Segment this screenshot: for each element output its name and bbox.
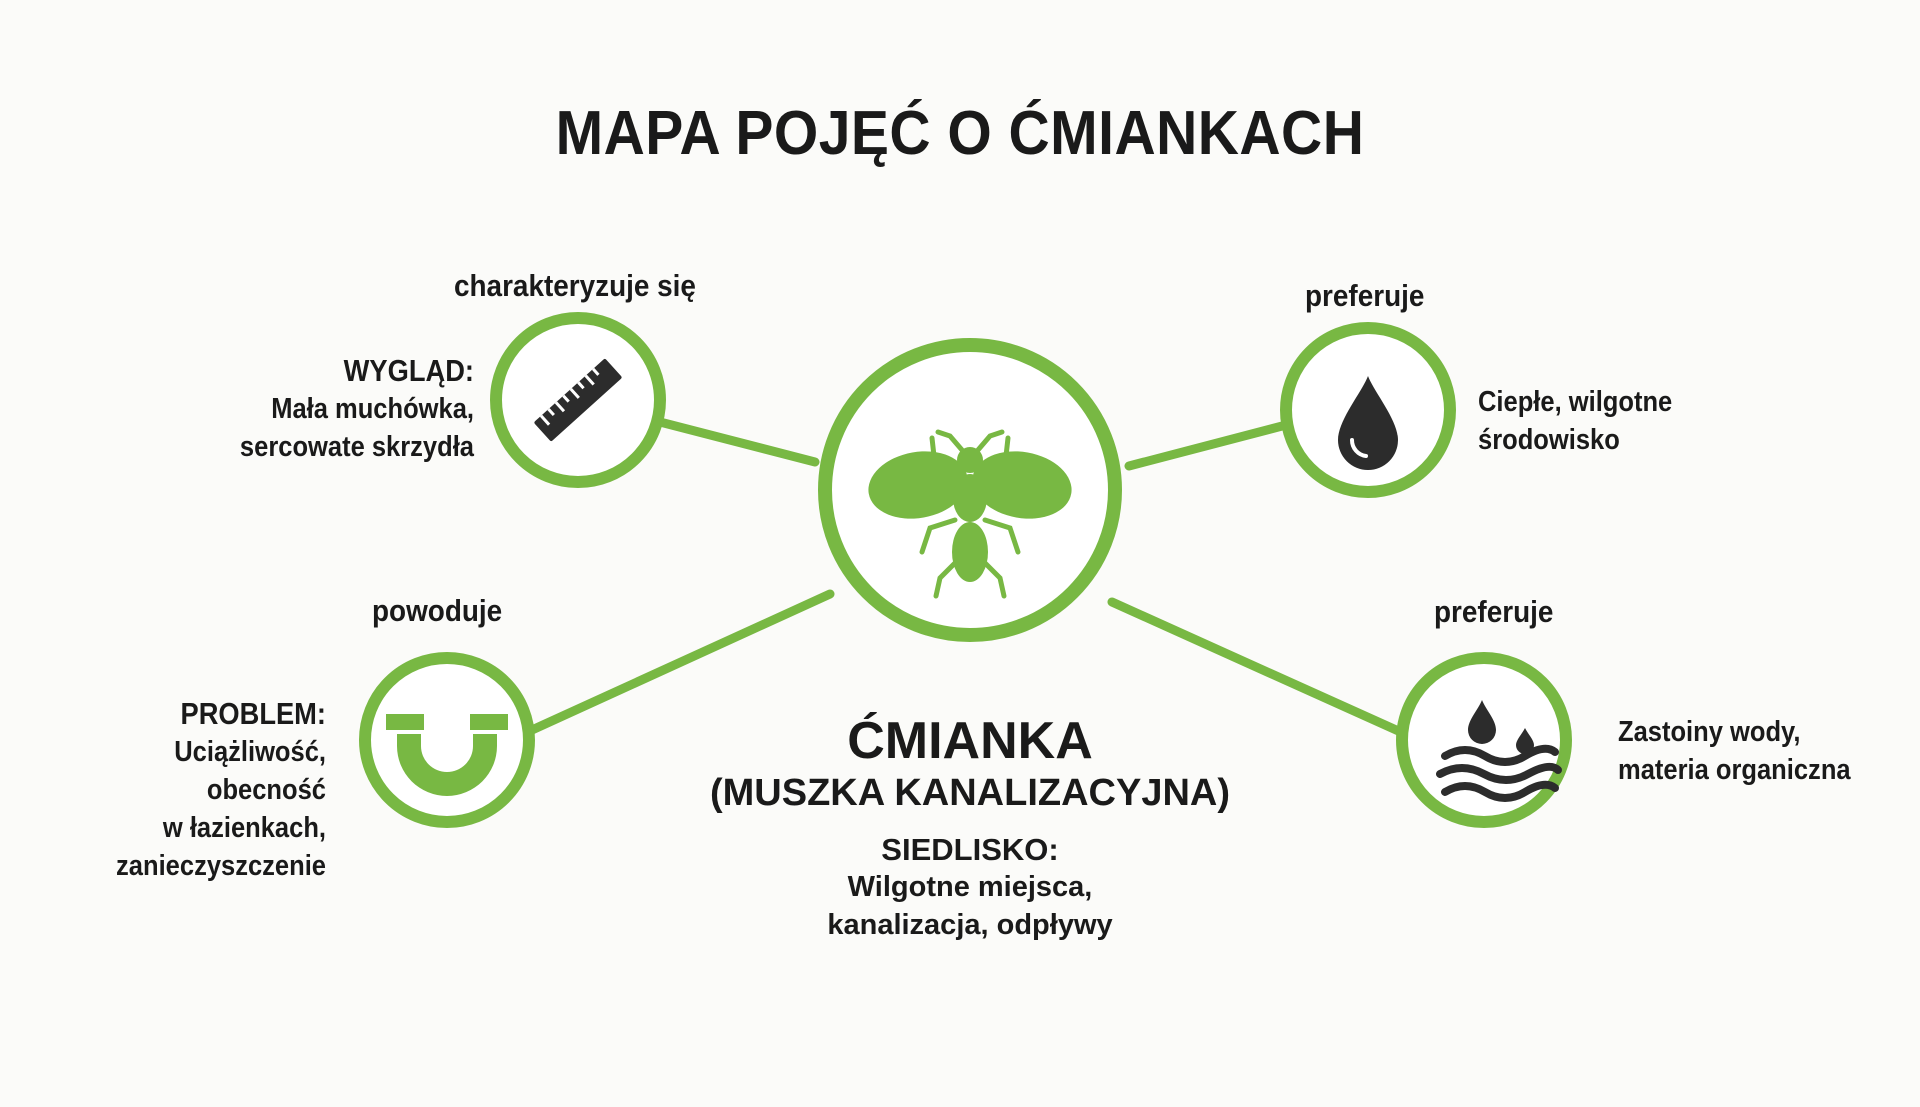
center-subtitle: (MUSZKA KANALIZACYJNA) [710,772,1230,814]
habitat-line-2: kanalizacja, odpływy [827,909,1113,941]
habitat-line-1: Wilgotne miejsca, [847,871,1093,903]
center-text: ĆMIANKA (MUSZKA KANALIZACYJNA) SIEDLISKO… [620,712,1320,944]
water-drop-icon [1338,376,1398,470]
appearance-node [490,312,666,488]
problem-line-1: Uciążliwość, [174,736,326,768]
problem-line-2: obecność [206,774,326,806]
appearance-line-2: sercowate skrzydła [239,431,474,463]
connector-environment [1124,420,1291,471]
environment-node [1280,322,1456,498]
environment-text: Ciepłe, wilgotne środowisko [1478,383,1742,459]
appearance-line-1: Mała muchówka, [271,393,474,425]
habitat-heading: SIEDLISKO: [881,832,1059,867]
connector-appearance [655,417,820,467]
water-text: Zastoiny wody, materia organiczna [1618,713,1882,789]
connector-water [1107,597,1410,739]
appearance-heading: WYGLĄD: [343,353,474,388]
drain-pipe-icon [386,714,508,796]
environment-line-1: Ciepłe, wilgotne [1478,386,1673,418]
water-node [1396,652,1572,828]
ruler-icon [534,359,622,441]
relation-label-appearance: charakteryzuje się [454,268,696,303]
problem-heading: PROBLEM: [180,696,326,731]
center-node [818,338,1122,642]
environment-line-2: środowisko [1478,424,1620,456]
center-name: ĆMIANKA [847,712,1093,770]
water-line-1: Zastoiny wody, [1618,716,1801,748]
page-title: MAPA POJĘĆ O ĆMIANKACH [555,99,1365,168]
water-line-2: materia organiczna [1618,754,1851,786]
relation-label-problem: powoduje [372,593,503,628]
problem-line-4: zanieczyszczenie [116,850,326,882]
connectors [527,417,1410,739]
problem-line-3: w łazienkach, [162,812,326,844]
appearance-text: WYGLĄD: Mała muchówka, sercowate skrzydł… [157,352,474,466]
stagnant-water-icon [1436,700,1562,802]
fly-icon [868,429,1072,599]
connector-problem [527,589,835,735]
problem-text: PROBLEM: Uciążliwość, obecność w łazienk… [62,695,326,885]
relation-label-water: preferuje [1434,594,1554,629]
problem-node [359,652,535,828]
relation-label-environment: preferuje [1305,278,1425,313]
